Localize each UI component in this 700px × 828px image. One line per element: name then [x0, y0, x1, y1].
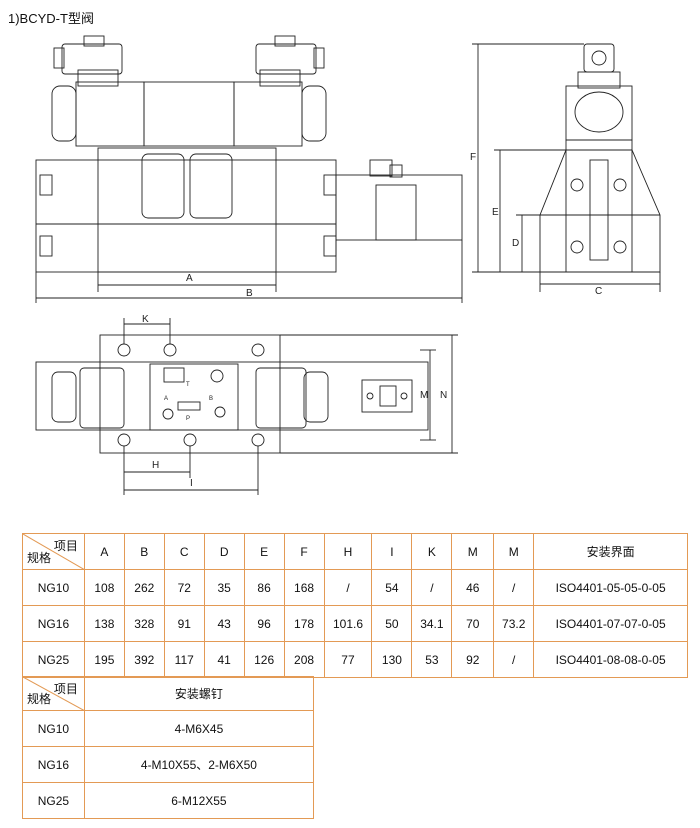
table-cell: 34.1 [411, 605, 453, 642]
table-cell: 130 [371, 641, 413, 678]
table-cell: 96 [243, 605, 285, 642]
table-cell: 178 [283, 605, 325, 642]
table-row: NG10 4-M6X45 [22, 710, 315, 747]
table-row: NG16 4-M10X55、2-M6X50 [22, 746, 315, 783]
column-header: I [371, 533, 413, 570]
table-cell: 72 [163, 569, 205, 606]
port-a-label: A [164, 396, 168, 402]
header-spec-label: 规格 [27, 551, 52, 565]
column-header: 安装界面 [533, 533, 688, 570]
table-cell: 41 [203, 641, 245, 678]
table-cell: ISO4401-07-07-0-05 [533, 605, 688, 642]
header-item-label: 项目 [53, 682, 78, 696]
table-cell: ISO4401-08-08-0-05 [533, 641, 688, 678]
column-header: B [123, 533, 165, 570]
header-spec-label: 规格 [27, 692, 52, 706]
side-view [472, 43, 661, 292]
table-row: NG25 195 392 117 41 126 208 77 130 53 92… [22, 641, 688, 678]
row-spec: NG16 [22, 746, 85, 783]
screw-table: 项目 规格 安装螺钉 NG10 4-M6X45 NG16 4-M10X55、2-… [22, 676, 315, 819]
dim-b-label: B [246, 288, 253, 299]
table-row: NG25 6-M12X55 [22, 782, 315, 819]
table-row: NG16 138 328 91 43 96 178 101.6 50 34.1 … [22, 605, 688, 642]
dim-c-label: C [595, 286, 602, 297]
table-cell: 117 [163, 641, 205, 678]
column-header: H [323, 533, 373, 570]
dim-f-label: F [470, 152, 476, 163]
row-spec: NG10 [22, 569, 85, 606]
table-cell: 4-M10X55、2-M6X50 [83, 746, 315, 783]
table-cell: ISO4401-05-05-0-05 [533, 569, 688, 606]
table-cell: 168 [283, 569, 325, 606]
table-cell: 35 [203, 569, 245, 606]
front-view [35, 35, 463, 303]
table-cell: 126 [243, 641, 285, 678]
port-t-label: T [186, 382, 190, 388]
table-cell: 77 [323, 641, 373, 678]
column-header: D [203, 533, 245, 570]
table-cell: 328 [123, 605, 165, 642]
table-cell: 70 [451, 605, 495, 642]
row-spec: NG10 [22, 710, 85, 747]
header-item-label: 项目 [53, 539, 78, 553]
row-spec: NG16 [22, 605, 85, 642]
dim-a-label: A [186, 273, 193, 284]
table-cell: 50 [371, 605, 413, 642]
column-header: C [163, 533, 205, 570]
column-header: F [283, 533, 325, 570]
table-header-row: 项目 规格 A B C D E F H I K M M 安装界面 [22, 533, 688, 570]
table-cell: 392 [123, 641, 165, 678]
column-header: M [493, 533, 535, 570]
table-cell: 54 [371, 569, 413, 606]
dim-k-label: K [142, 314, 149, 325]
page-title: 1)BCYD-T型阀 [8, 11, 94, 26]
table-cell: 6-M12X55 [83, 782, 315, 819]
dim-m-label: M [420, 390, 428, 401]
table-cell: 101.6 [323, 605, 373, 642]
table-cell: 46 [451, 569, 495, 606]
row-spec: NG25 [22, 641, 85, 678]
dim-h-label: H [152, 460, 159, 471]
table-cell: / [323, 569, 373, 606]
table-cell: 91 [163, 605, 205, 642]
dim-e-label: E [492, 207, 499, 218]
column-header: M [451, 533, 495, 570]
header-corner: 项目 规格 [22, 676, 85, 711]
table-cell: 195 [83, 641, 125, 678]
dim-n-label: N [440, 390, 447, 401]
row-spec: NG25 [22, 782, 85, 819]
port-b-label: B [209, 396, 213, 402]
port-p-label: P [186, 416, 190, 422]
spec-table: 项目 规格 A B C D E F H I K M M 安装界面 NG10 10… [22, 533, 688, 678]
column-header: 安装螺钉 [83, 676, 315, 711]
table-cell: 138 [83, 605, 125, 642]
table-cell: / [493, 641, 535, 678]
dim-d-label: D [512, 238, 519, 249]
technical-drawing: A B F E D C [35, 35, 661, 495]
table-cell: / [493, 569, 535, 606]
column-header: A [83, 533, 125, 570]
table-cell: 4-M6X45 [83, 710, 315, 747]
table-cell: 208 [283, 641, 325, 678]
dim-i-label: I [190, 478, 193, 489]
table-cell: 262 [123, 569, 165, 606]
column-header: E [243, 533, 285, 570]
table-row: NG10 108 262 72 35 86 168 / 54 / 46 / IS… [22, 569, 688, 606]
column-header: K [411, 533, 453, 570]
table-header-row: 项目 规格 安装螺钉 [22, 676, 315, 711]
table-cell: 92 [451, 641, 495, 678]
table-cell: 43 [203, 605, 245, 642]
table-cell: 86 [243, 569, 285, 606]
top-view [35, 318, 458, 495]
table-cell: 108 [83, 569, 125, 606]
table-cell: / [411, 569, 453, 606]
header-corner: 项目 规格 [22, 533, 85, 570]
table-cell: 53 [411, 641, 453, 678]
table-cell: 73.2 [493, 605, 535, 642]
